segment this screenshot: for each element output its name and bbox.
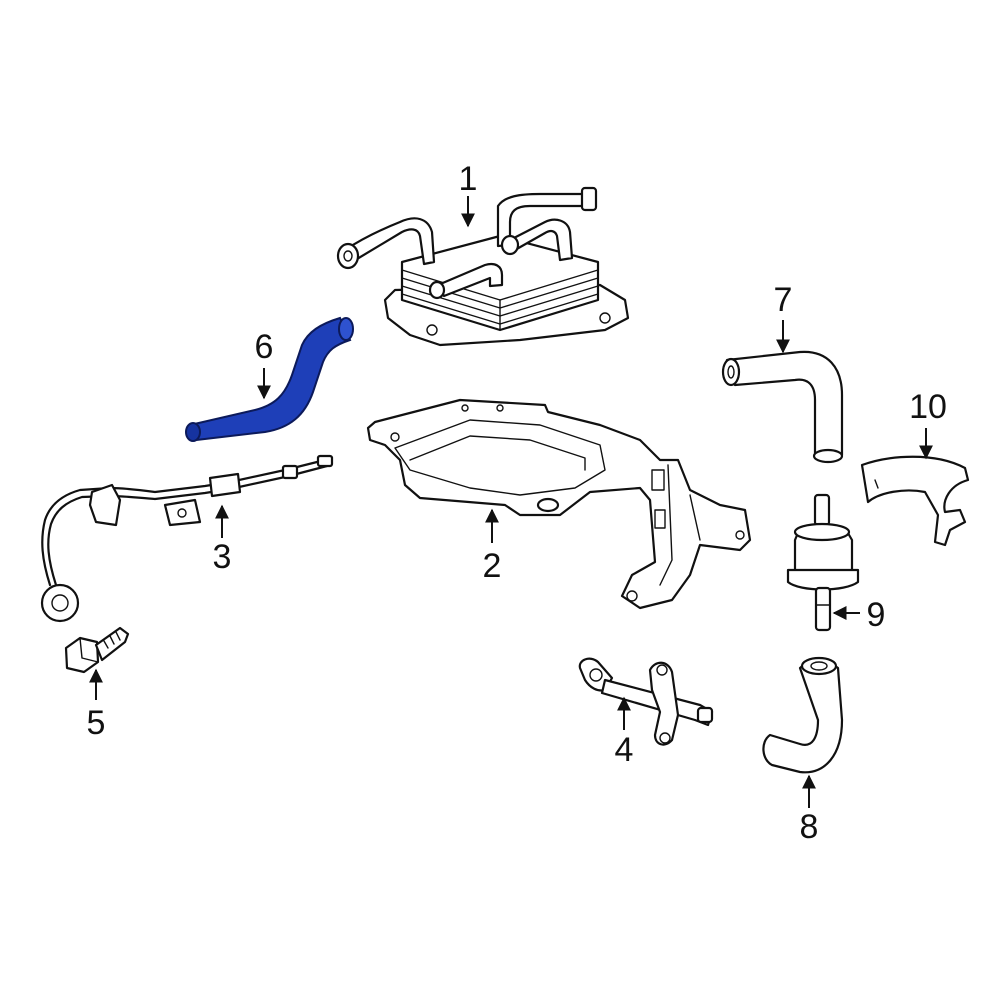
callout-10[interactable]: 10: [909, 388, 947, 426]
callout-3[interactable]: 3: [213, 538, 232, 576]
callout-4[interactable]: 4: [615, 731, 634, 769]
part-1-oil-cooler[interactable]: [336, 186, 630, 347]
callout-labels: 1 2 3 4 5 6 7 8 9 10: [87, 160, 947, 846]
part-9-filter[interactable]: [786, 493, 860, 632]
callout-2[interactable]: 2: [483, 547, 502, 585]
part-2-bracket[interactable]: [366, 398, 752, 610]
part-10-clamp[interactable]: [860, 455, 970, 547]
part-7-hose[interactable]: [721, 350, 844, 464]
callout-1[interactable]: 1: [459, 160, 478, 198]
part-6-hose[interactable]: [185, 316, 354, 442]
part-3-harness[interactable]: [40, 454, 334, 623]
callout-5[interactable]: 5: [87, 704, 106, 742]
callout-7[interactable]: 7: [774, 281, 793, 319]
part-4-pipe[interactable]: [578, 657, 714, 746]
callout-9[interactable]: 9: [867, 596, 886, 634]
part-5-bolt[interactable]: [64, 626, 130, 674]
callout-arrows: [89, 196, 933, 808]
callout-6[interactable]: 6: [255, 328, 274, 366]
part-8-hose[interactable]: [762, 656, 844, 774]
callout-8[interactable]: 8: [800, 808, 819, 846]
